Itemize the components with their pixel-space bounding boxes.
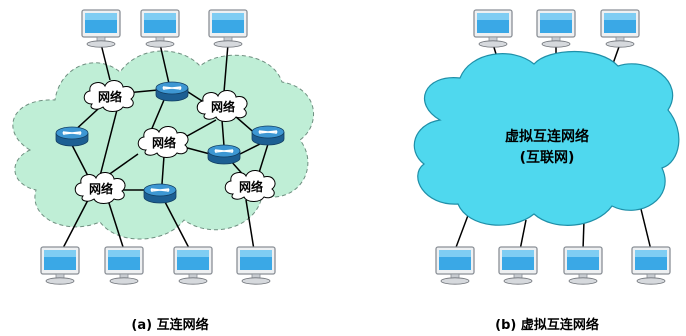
monitor-icon bbox=[536, 9, 576, 48]
cloud-title: 虚拟互连网络 bbox=[505, 128, 589, 145]
monitor-icon bbox=[600, 9, 640, 48]
router-icon bbox=[143, 183, 177, 204]
monitor-icon bbox=[173, 246, 213, 285]
monitor-icon bbox=[104, 246, 144, 285]
monitor-icon bbox=[236, 246, 276, 285]
network-label: 网络 bbox=[211, 99, 235, 114]
monitor-icon bbox=[81, 9, 121, 48]
network-cloud: 网络 bbox=[137, 125, 189, 158]
monitor-icon bbox=[563, 246, 603, 285]
right-caption: (b) 虚拟互连网络 bbox=[495, 317, 599, 333]
network-cloud: 网络 bbox=[83, 79, 135, 112]
cloud-subtitle: (互联网) bbox=[520, 150, 575, 166]
monitor-icon bbox=[140, 9, 180, 48]
monitor-icon bbox=[208, 9, 248, 48]
monitor-icon bbox=[498, 246, 538, 285]
router-icon bbox=[207, 144, 241, 165]
network-cloud: 网络 bbox=[74, 171, 126, 204]
monitor-icon bbox=[631, 246, 671, 285]
network-cloud: 网络 bbox=[224, 169, 276, 202]
left-panel: 网络 网络 网络 网络 网络 (a) 互连网络 bbox=[12, 9, 315, 333]
network-label: 网络 bbox=[89, 181, 113, 196]
network-label: 网络 bbox=[239, 179, 263, 194]
monitor-icon bbox=[40, 246, 80, 285]
router-icon bbox=[155, 81, 189, 102]
network-label: 网络 bbox=[98, 89, 122, 104]
network-cloud: 网络 bbox=[196, 89, 248, 122]
left-caption: (a) 互连网络 bbox=[131, 317, 208, 333]
right-panel: 虚拟互连网络 (互联网) (b) 虚拟互连网络 bbox=[413, 9, 680, 333]
network-label: 网络 bbox=[152, 135, 176, 150]
cloud-icon bbox=[413, 51, 680, 226]
router-icon bbox=[55, 126, 89, 147]
monitor-icon bbox=[435, 246, 475, 285]
monitor-icon bbox=[473, 9, 513, 48]
router-icon bbox=[251, 125, 285, 146]
